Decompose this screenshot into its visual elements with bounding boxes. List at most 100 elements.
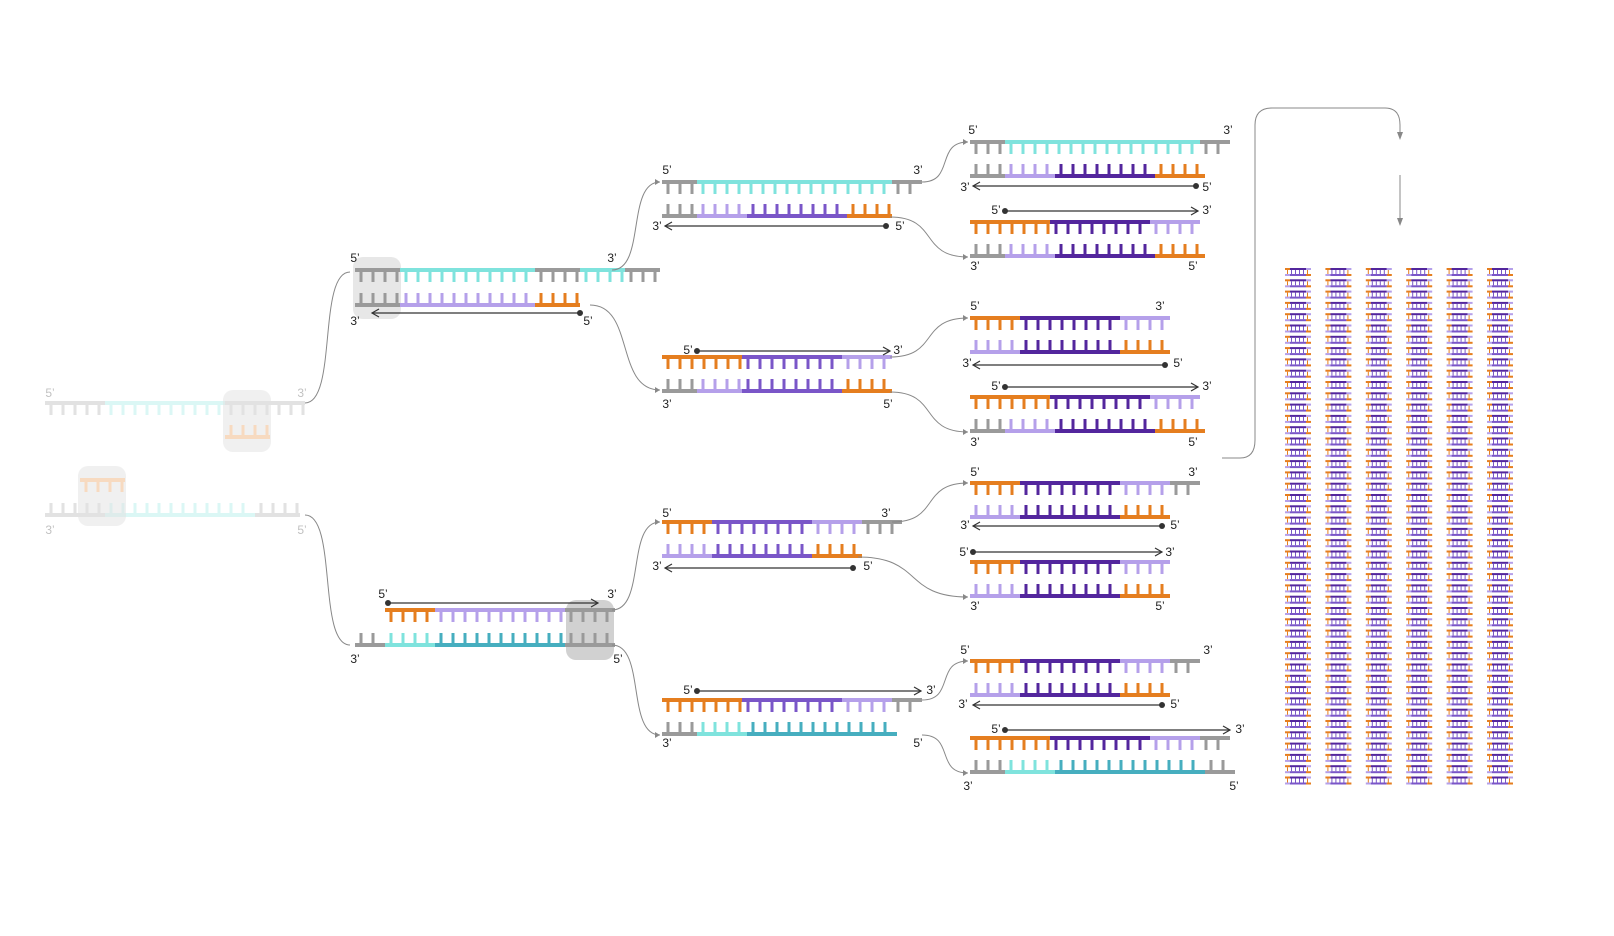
amplicon-tooth — [1303, 462, 1304, 467]
amplicon — [1446, 426, 1473, 435]
amplicon-tooth — [1428, 270, 1430, 274]
amplicon-tooth — [1343, 541, 1345, 546]
amplicon-tooth — [1383, 337, 1385, 342]
amplicon-tooth — [1505, 541, 1506, 546]
amplicon-tooth — [1408, 767, 1410, 772]
amplicon-end — [1325, 533, 1331, 536]
amplicon-end — [1306, 692, 1311, 695]
amplicon-tooth — [1505, 665, 1506, 670]
amplicon-end — [1467, 290, 1473, 293]
amplicon — [1285, 776, 1311, 785]
amplicon-tooth — [1509, 620, 1510, 625]
amplicon-tooth — [1379, 394, 1381, 399]
amplicon-end — [1508, 335, 1513, 338]
amplicon — [1365, 494, 1392, 502]
strand-segment — [1150, 736, 1200, 740]
amplicon-tooth — [1505, 676, 1506, 681]
amplicon-tooth — [1287, 665, 1288, 670]
amplicon-tooth — [1347, 473, 1349, 478]
amplicon-core — [1290, 471, 1306, 474]
amplicon — [1446, 674, 1473, 683]
amplicon-end — [1325, 590, 1331, 593]
amplicon-end — [1427, 353, 1433, 356]
amplicon-end — [1427, 409, 1433, 412]
label-5prime: 5’ — [1188, 259, 1197, 273]
amplicon-end — [1508, 731, 1513, 734]
amplicon-end — [1325, 296, 1331, 299]
amplicon-end — [1446, 511, 1452, 514]
amplicon-tooth — [1347, 292, 1349, 297]
arrow-start-dot — [1193, 183, 1199, 189]
amplicon-tooth — [1420, 778, 1422, 783]
amplicon-end — [1508, 387, 1513, 389]
amplicon-tooth — [1448, 755, 1450, 760]
amplicon-end — [1325, 353, 1331, 356]
amplicon-tooth — [1456, 405, 1458, 410]
amplicon — [1365, 618, 1392, 627]
amplicon-core — [1411, 482, 1428, 485]
amplicon-end — [1487, 500, 1492, 502]
amplicon-tooth — [1387, 597, 1389, 602]
amplicon-end — [1306, 522, 1311, 525]
amplicon-end — [1306, 488, 1311, 491]
amplicon-core — [1290, 307, 1306, 310]
amplicon-tooth — [1371, 642, 1373, 647]
amplicon-end — [1325, 686, 1331, 689]
amplicon-core — [1411, 782, 1428, 785]
amplicon-end — [1346, 432, 1352, 435]
amplicon-tooth — [1501, 778, 1502, 783]
amplicon-core — [1492, 533, 1508, 536]
amplicon-tooth — [1335, 654, 1337, 659]
amplicon-tooth — [1468, 270, 1470, 274]
strand-segment — [712, 520, 812, 524]
amplicon-tooth — [1460, 654, 1462, 659]
amplicon-end — [1325, 674, 1331, 677]
amplicon — [1406, 268, 1433, 276]
amplicon-core — [1451, 341, 1468, 344]
amplicon-tooth — [1295, 416, 1296, 421]
amplicon-end — [1487, 697, 1492, 700]
amplicon-end — [1446, 759, 1452, 762]
amplicon — [1446, 437, 1473, 446]
amplicon-tooth — [1424, 744, 1426, 749]
amplicon-core — [1451, 669, 1468, 672]
amplicon-tooth — [1501, 586, 1502, 591]
amplicon-end — [1285, 414, 1290, 417]
amplicon-tooth — [1387, 767, 1389, 772]
amplicon-tooth — [1460, 518, 1462, 523]
amplicon-tooth — [1460, 292, 1462, 297]
amplicon-core — [1370, 296, 1387, 299]
amplicon-end — [1306, 460, 1311, 463]
amplicon-tooth — [1335, 722, 1337, 726]
amplicon-tooth — [1456, 337, 1458, 342]
amplicon-tooth — [1497, 620, 1498, 625]
amplicon-end — [1487, 516, 1492, 519]
amplicon-tooth — [1448, 303, 1450, 308]
amplicon-tooth — [1287, 642, 1288, 647]
amplicon-end — [1446, 403, 1452, 406]
amplicon-end — [1508, 375, 1513, 378]
amplicon-core — [1290, 708, 1306, 711]
amplicon-tooth — [1307, 541, 1308, 546]
amplicon-end — [1406, 680, 1412, 683]
amplicon-tooth — [1416, 405, 1418, 410]
amplicon-tooth — [1424, 755, 1426, 760]
amplicon — [1487, 629, 1513, 638]
amplicon-tooth — [1489, 529, 1490, 534]
amplicon-tooth — [1347, 609, 1349, 613]
amplicon-core — [1370, 658, 1387, 661]
amplicon-end — [1406, 313, 1412, 316]
amplicon-core — [1370, 522, 1387, 525]
amplicon-end — [1446, 674, 1452, 677]
amplicon-end — [1346, 341, 1352, 344]
amplicon — [1365, 753, 1392, 762]
amplicon-tooth — [1287, 575, 1288, 580]
arrow-start-dot — [694, 348, 700, 354]
amplicon-tooth — [1412, 416, 1414, 421]
amplicon-core — [1370, 680, 1387, 683]
amplicon-tooth — [1343, 563, 1345, 568]
strand-segment — [892, 180, 922, 184]
amplicon — [1406, 471, 1433, 480]
arrow-start-dot — [970, 549, 976, 555]
amplicon-tooth — [1428, 383, 1430, 387]
